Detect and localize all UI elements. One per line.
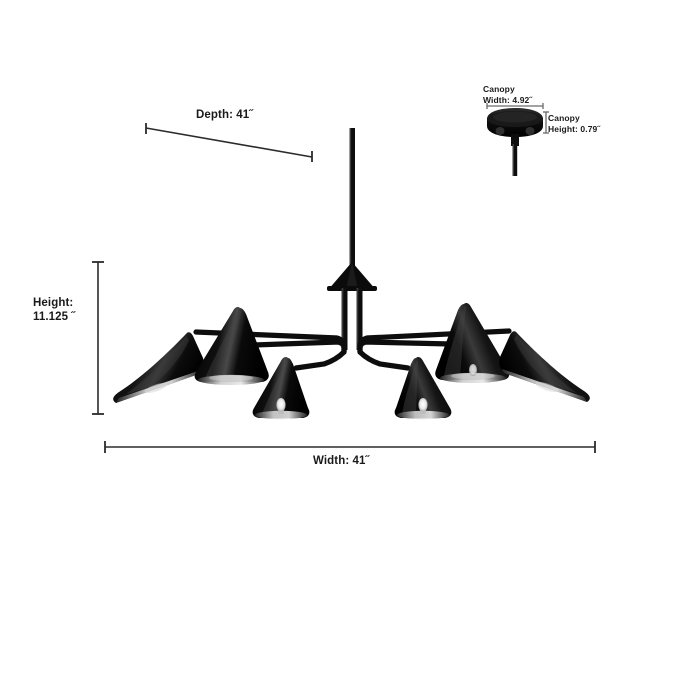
height-label: Height: 11.125 ˝ bbox=[33, 297, 76, 324]
height-dimension-line bbox=[92, 261, 104, 415]
depth-label: Depth: 41˝ bbox=[196, 109, 254, 121]
shade-4 bbox=[394, 357, 452, 420]
canopy-width-label: Canopy Width: 4.92˝ bbox=[483, 84, 533, 105]
width-label: Width: 41˝ bbox=[313, 455, 370, 467]
width-dimension-line bbox=[104, 441, 596, 453]
canopy-width-dimension-line bbox=[486, 103, 544, 109]
arms-right bbox=[357, 328, 512, 371]
bulb-3 bbox=[276, 398, 286, 414]
shade-3 bbox=[252, 357, 310, 420]
shade-2 bbox=[194, 307, 269, 385]
bulb-4 bbox=[418, 398, 428, 414]
depth-dimension-line bbox=[145, 123, 313, 162]
bulb-5 bbox=[469, 364, 477, 376]
hub-cap bbox=[327, 262, 377, 291]
canopy-height-dimension-line bbox=[543, 111, 549, 134]
arms-left bbox=[193, 329, 347, 371]
center-stem bbox=[349, 128, 355, 270]
shade-1 bbox=[113, 332, 204, 403]
shade-6 bbox=[499, 331, 590, 402]
canopy-detail bbox=[487, 108, 543, 176]
shade-5 bbox=[435, 303, 510, 383]
canopy-height-label: Canopy Height: 0.79˝ bbox=[548, 113, 601, 134]
hub-posts bbox=[341, 288, 363, 350]
